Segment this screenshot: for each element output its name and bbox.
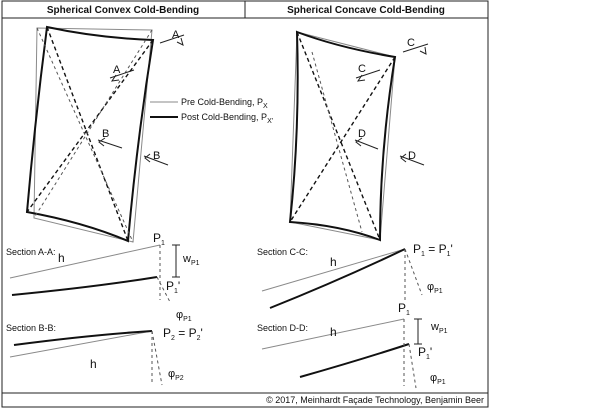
outer-frame xyxy=(1,0,489,408)
section-d-d-phi: φP1 xyxy=(430,372,446,386)
svg-text:B: B xyxy=(102,128,109,140)
section-d-d-title: Section D-D: xyxy=(257,323,308,333)
section-a-a-p1-prime: P1' xyxy=(166,279,180,295)
section-d-d-h: h xyxy=(330,325,337,339)
section-c-c-post-curve xyxy=(269,248,406,309)
cut-mark-d-outer: D xyxy=(399,150,425,166)
section-c-c: Section C-C: h P1 = P1' φP1 xyxy=(257,242,453,309)
section-a-a-phi: φP1 xyxy=(176,309,192,323)
svg-text:C: C xyxy=(358,63,366,75)
section-b-b: Section B-B: h P2 = P2' φP2 xyxy=(6,323,203,386)
convex-panel: A A B B Pre Cold-Bending, PX Post Cold-B… xyxy=(25,25,273,243)
legend: Pre Cold-Bending, PX Post Cold-Bending, … xyxy=(150,97,273,125)
section-d-d: Section D-D: h P1 P1' wP1 φP1 xyxy=(257,301,448,389)
convex-diagonal-2 xyxy=(26,39,154,213)
section-b-b-title: Section B-B: xyxy=(6,323,56,333)
section-c-c-h: h xyxy=(330,255,337,269)
section-d-d-p1: P1 xyxy=(398,301,410,317)
section-a-a-pre-line xyxy=(9,244,161,279)
concave-diagonal-2 xyxy=(289,56,396,223)
convex-pre-diagonal-2 xyxy=(33,29,153,219)
section-a-a-p1: P1 xyxy=(153,231,165,247)
section-d-d-w: wP1 xyxy=(430,321,448,335)
cut-mark-c-top: C xyxy=(402,37,429,55)
legend-pre-label: Pre Cold-Bending, PX xyxy=(181,97,268,110)
concave-pre-outline xyxy=(289,31,396,241)
convex-pre-outline xyxy=(33,27,153,243)
section-c-c-phi: φP1 xyxy=(427,281,443,295)
right-title: Spherical Concave Cold-Bending xyxy=(287,5,445,16)
svg-text:B: B xyxy=(153,150,160,162)
cut-mark-a-top: A xyxy=(159,29,185,46)
section-b-b-h: h xyxy=(90,357,97,371)
concave-panel: C C D D xyxy=(288,30,429,242)
svg-text:C: C xyxy=(407,37,415,49)
svg-text:D: D xyxy=(358,128,366,140)
section-b-b-phi: φP2 xyxy=(168,368,184,382)
section-c-c-pre-line xyxy=(261,248,406,292)
section-c-c-p1: P1 = P1' xyxy=(413,242,453,258)
copyright-text: © 2017, Meinhardt Façade Technology, Ben… xyxy=(266,395,484,405)
section-d-d-post-curve xyxy=(299,343,410,378)
cut-mark-d-inner: D xyxy=(354,128,379,150)
section-a-a-h: h xyxy=(58,251,65,265)
section-d-d-pre-line xyxy=(261,318,405,350)
concave-diagonal-1 xyxy=(296,31,381,241)
section-d-d-p1-prime: P1' xyxy=(418,345,432,361)
legend-post-label: Post Cold-Bending, PX' xyxy=(181,112,273,125)
cut-mark-b-outer: B xyxy=(143,150,169,166)
convex-post-outline xyxy=(25,25,155,243)
cut-mark-a-inner: A xyxy=(109,64,135,82)
section-a-a-title: Section A-A: xyxy=(6,247,56,257)
section-a-a-post-curve xyxy=(11,276,158,296)
concave-pre-diagonal-1 xyxy=(311,51,363,233)
cut-mark-b-inner: B xyxy=(97,128,123,149)
convex-pre-diagonal-1 xyxy=(36,27,134,243)
svg-text:A: A xyxy=(172,29,180,41)
section-b-b-p2: P2 = P2' xyxy=(163,326,203,342)
left-title: Spherical Convex Cold-Bending xyxy=(47,5,199,16)
convex-diagonal-1 xyxy=(46,26,129,242)
section-a-a: Section A-A: h P1 P1' wP1 φP1 xyxy=(6,231,200,323)
section-c-c-title: Section C-C: xyxy=(257,247,308,257)
section-a-a-w: wP1 xyxy=(182,253,200,267)
svg-text:D: D xyxy=(408,150,416,162)
concave-post-outline xyxy=(288,30,397,242)
svg-text:A: A xyxy=(113,64,121,76)
section-b-b-pre-line xyxy=(9,330,153,358)
section-b-b-post-curve xyxy=(13,330,153,346)
cut-mark-c-inner: C xyxy=(355,63,381,82)
